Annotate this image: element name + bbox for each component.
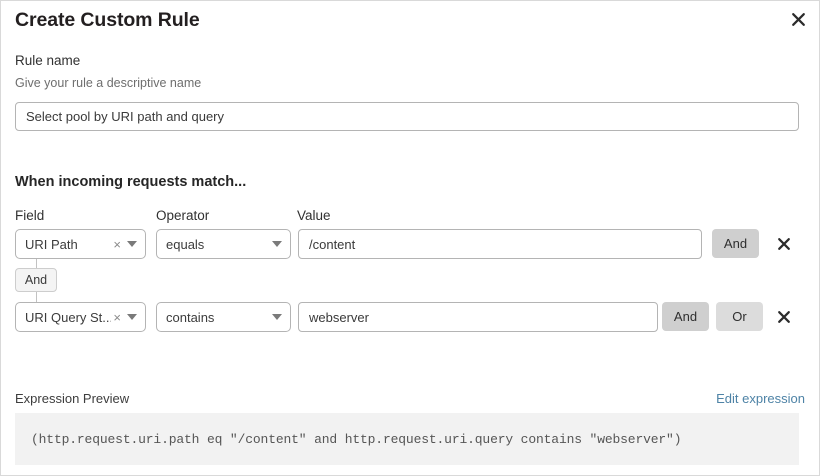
field-select-0[interactable]: URI Path × [15, 229, 146, 259]
field-select-value-0: URI Path [25, 236, 78, 252]
remove-condition-button-1[interactable] [773, 302, 795, 331]
close-icon[interactable] [786, 7, 810, 31]
clear-icon[interactable]: × [113, 236, 121, 252]
expression-preview-label: Expression Preview [15, 391, 130, 406]
operator-select-value-0: equals [166, 236, 205, 252]
condition-row: URI Query St... × contains And Or [1, 302, 819, 332]
value-input-0[interactable] [298, 229, 702, 259]
chevron-down-icon[interactable] [123, 241, 145, 247]
connector-line-top [36, 259, 37, 268]
clear-icon[interactable]: × [113, 309, 121, 325]
chevron-down-icon[interactable] [123, 314, 145, 320]
edit-expression-link[interactable]: Edit expression [716, 391, 805, 406]
column-header-operator: Operator [156, 208, 210, 223]
chevron-down-icon[interactable] [268, 314, 290, 320]
connector-line-bottom [36, 292, 37, 302]
operator-select-value-1: contains [166, 309, 215, 325]
value-input-1[interactable] [298, 302, 658, 332]
connector-and-badge[interactable]: And [15, 268, 57, 292]
operator-select-0[interactable]: equals [156, 229, 291, 259]
or-button-1[interactable]: Or [716, 302, 763, 331]
field-select-value-1: URI Query St... [25, 309, 112, 325]
operator-select-1[interactable]: contains [156, 302, 291, 332]
column-header-field: Field [15, 208, 45, 223]
chevron-down-icon[interactable] [268, 241, 290, 247]
and-button-1[interactable]: And [662, 302, 709, 331]
conditions-section-heading: When incoming requests match... [15, 174, 247, 190]
condition-row: URI Path × equals And [1, 229, 819, 259]
dialog-title: Create Custom Rule [15, 9, 200, 31]
rule-name-help-text: Give your rule a descriptive name [15, 76, 202, 90]
and-button-0[interactable]: And [712, 229, 759, 258]
remove-condition-button-0[interactable] [773, 229, 795, 258]
expression-preview-box: (http.request.uri.path eq "/content" and… [15, 413, 799, 465]
field-select-1[interactable]: URI Query St... × [15, 302, 146, 332]
expression-preview-text: (http.request.uri.path eq "/content" and… [31, 431, 682, 447]
column-header-value: Value [297, 208, 331, 223]
rule-name-label: Rule name [15, 53, 81, 68]
rule-name-input[interactable] [15, 102, 799, 131]
